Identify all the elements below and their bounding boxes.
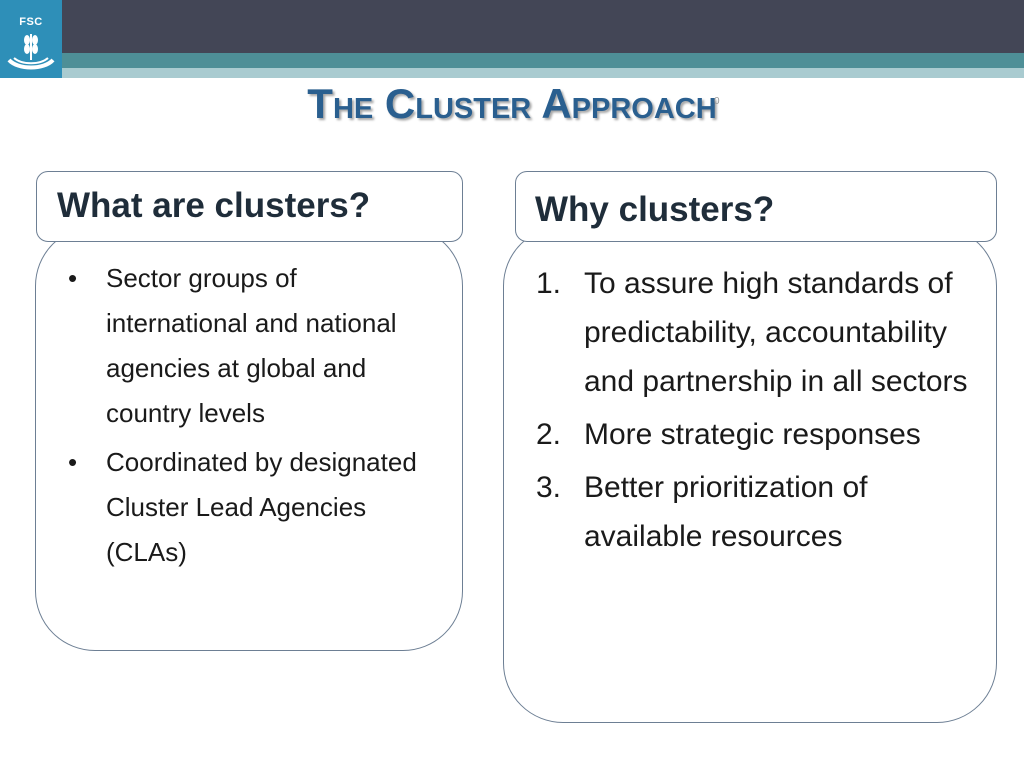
- title-mark: 0: [714, 96, 720, 107]
- page-title: The Cluster Approach: [307, 80, 717, 127]
- list-item-text: Better prioritization of available resou…: [584, 471, 868, 553]
- left-card-header: [36, 171, 463, 242]
- fsc-logo: FSC: [0, 0, 62, 78]
- left-card-body: [35, 226, 463, 651]
- list-item-text: Coordinated by designated Cluster Lead A…: [106, 447, 417, 567]
- left-card-heading: What are clusters?: [57, 186, 371, 225]
- header-band-dark: [0, 0, 1024, 53]
- right-card-heading: Why clusters?: [535, 190, 775, 229]
- bullet-mark: •: [68, 263, 78, 293]
- list-item: • Sector groups of international and nat…: [68, 256, 436, 436]
- wheat-icon: [7, 34, 55, 70]
- header-band-light: [0, 68, 1024, 78]
- item-number: 1.: [536, 267, 562, 300]
- right-card-list: 1. To assure high standards of predictab…: [536, 259, 969, 561]
- logo-text: FSC: [19, 16, 43, 28]
- item-number: 2.: [536, 418, 562, 451]
- list-item-text: More strategic responses: [584, 418, 921, 451]
- header-band-teal: [0, 53, 1024, 68]
- bullet-mark: •: [68, 447, 78, 477]
- list-item: 3. Better prioritization of available re…: [536, 463, 969, 561]
- right-card-body: [503, 226, 997, 723]
- list-item: • Coordinated by designated Cluster Lead…: [68, 440, 436, 575]
- list-item: 1. To assure high standards of predictab…: [536, 259, 969, 406]
- item-number: 3.: [536, 471, 562, 504]
- list-item-text: Sector groups of international and natio…: [106, 263, 397, 428]
- list-item-text: To assure high standards of predictabili…: [584, 267, 968, 398]
- right-card-header: [515, 171, 997, 242]
- list-item: 2. More strategic responses: [536, 410, 969, 459]
- left-card-list: • Sector groups of international and nat…: [68, 256, 436, 575]
